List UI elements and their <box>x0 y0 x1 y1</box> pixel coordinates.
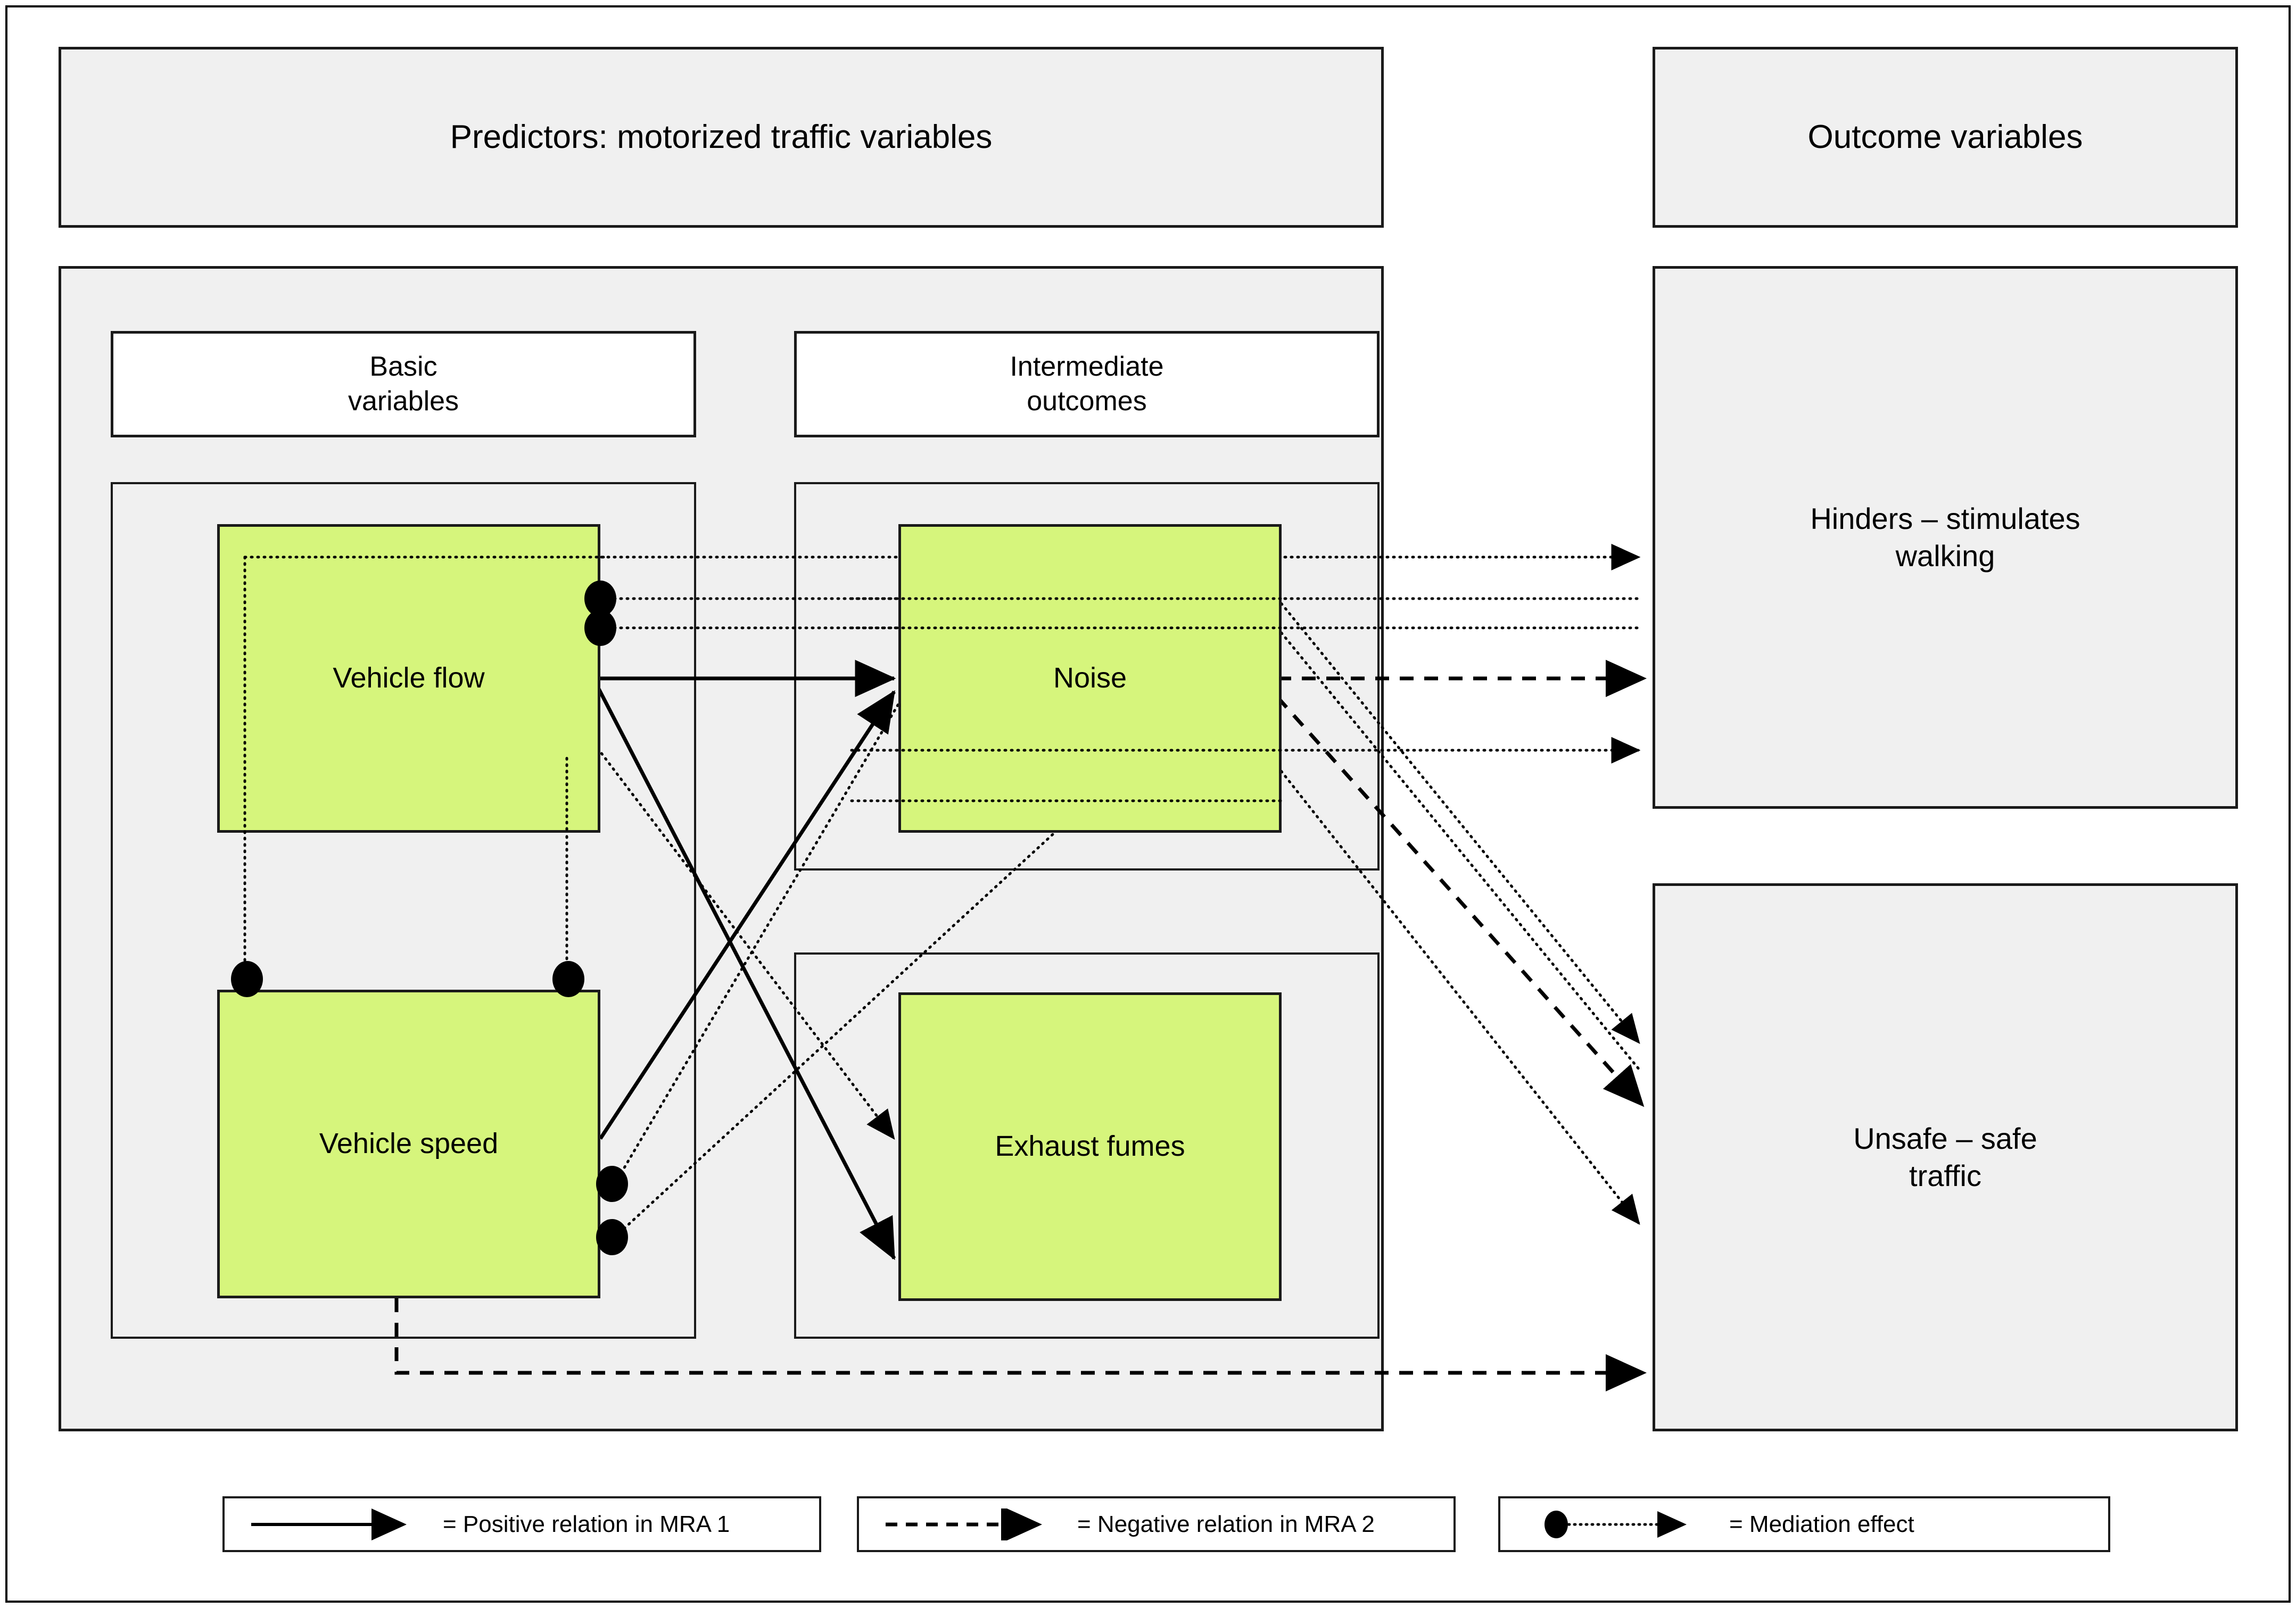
outcome-traffic-line1: Unsafe – safe <box>1853 1122 2037 1155</box>
legend-item-positive: = Positive relation in MRA 1 <box>222 1496 821 1552</box>
legend-solid-arrow-icon <box>251 1508 407 1540</box>
outcomes-header-panel <box>1653 47 2238 228</box>
outcome-walking-line2: walking <box>1895 539 1995 573</box>
outcome-traffic-label: Unsafe – safe traffic <box>1653 883 2238 1431</box>
legend-item-mediation: = Mediation effect <box>1498 1496 2110 1552</box>
intermediate-outcomes-label: Intermediate outcomes <box>794 331 1380 437</box>
intermediate-outcomes-header <box>794 331 1380 437</box>
legend-label-positive: = Positive relation in MRA 1 <box>443 1511 730 1537</box>
basic-variables-line1: Basic <box>369 351 437 382</box>
node-vehicle-flow-label: Vehicle flow <box>333 662 485 694</box>
node-vehicle-flow[interactable] <box>217 524 600 833</box>
node-exhaust-fumes[interactable] <box>898 992 1282 1301</box>
legend-label-negative: = Negative relation in MRA 2 <box>1077 1511 1375 1537</box>
outcomes-header-label: Outcome variables <box>1807 119 2083 156</box>
legend-dashed-arrow-icon <box>886 1508 1042 1540</box>
intermediate-outcomes-line1: Intermediate <box>1010 351 1164 382</box>
outcome-walking-label: Hinders – stimulates walking <box>1653 266 2238 809</box>
legend-mediation-arrow-icon <box>1545 1510 1687 1538</box>
outcome-traffic-box[interactable] <box>1653 883 2238 1431</box>
node-noise[interactable] <box>898 524 1282 833</box>
outcome-walking-line1: Hinders – stimulates <box>1810 502 2080 535</box>
legend-label-mediation: = Mediation effect <box>1729 1511 1914 1537</box>
legend-item-negative: = Negative relation in MRA 2 <box>857 1496 1456 1552</box>
node-vehicle-speed-label: Vehicle speed <box>319 1128 499 1160</box>
predictors-header-label: Predictors: motorized traffic variables <box>450 119 993 156</box>
basic-variables-line2: variables <box>348 386 459 417</box>
node-exhaust-fumes-label: Exhaust fumes <box>995 1130 1185 1163</box>
predictors-header-panel <box>59 47 1384 228</box>
outcome-walking-box[interactable] <box>1653 266 2238 809</box>
node-noise-label: Noise <box>1053 662 1127 694</box>
node-vehicle-speed[interactable] <box>217 990 600 1298</box>
outcome-traffic-line2: traffic <box>1909 1159 1981 1192</box>
basic-variables-header <box>111 331 696 437</box>
intermediate-outcomes-line2: outcomes <box>1027 386 1147 417</box>
basic-variables-label: Basic variables <box>111 331 696 437</box>
